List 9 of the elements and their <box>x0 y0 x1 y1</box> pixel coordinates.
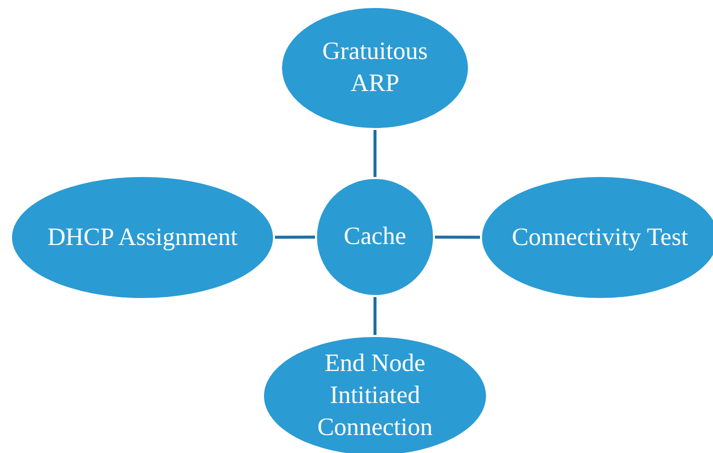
connector-line <box>374 130 376 177</box>
connector-line <box>275 236 315 239</box>
connector-line <box>435 236 480 239</box>
node-label: Gratuitous ARP <box>321 37 429 99</box>
node-label: DHCP Assignment <box>47 222 238 252</box>
node-label: Connectivity Test <box>512 222 688 252</box>
node-label: End Node Intitiated Connection <box>316 349 434 443</box>
connector-line <box>374 297 376 335</box>
node-label: Cache <box>344 222 406 252</box>
